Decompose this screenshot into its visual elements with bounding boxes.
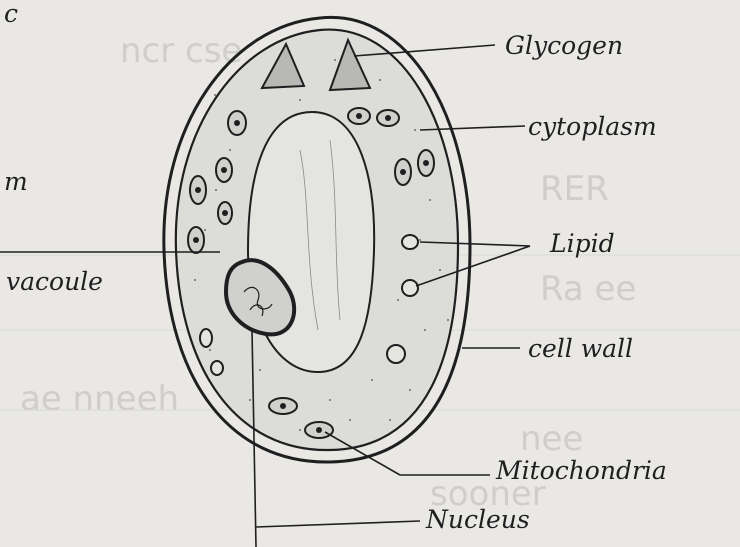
svg-text:ae nneeh: ae nneeh: [20, 379, 179, 419]
svg-text:Ra ee: Ra ee: [540, 269, 636, 309]
svg-text:ncr cse: ncr cse: [120, 31, 242, 71]
label-vacuole: vacoule: [6, 267, 103, 296]
label-mitochondria: Mitochondria: [495, 456, 667, 485]
label-cell-wall: cell wall: [528, 334, 633, 363]
label-nucleus: Nucleus: [425, 505, 530, 534]
label-glycogen: Glycogen: [505, 31, 623, 60]
label-lipid: Lipid: [549, 229, 615, 258]
page-fragment-c: c: [4, 0, 18, 28]
svg-text:RER: RER: [540, 169, 609, 209]
label-cytoplasm: cytoplasm: [528, 112, 657, 141]
svg-text:nee: nee: [520, 419, 583, 459]
page-fragment-m: m: [4, 167, 28, 196]
